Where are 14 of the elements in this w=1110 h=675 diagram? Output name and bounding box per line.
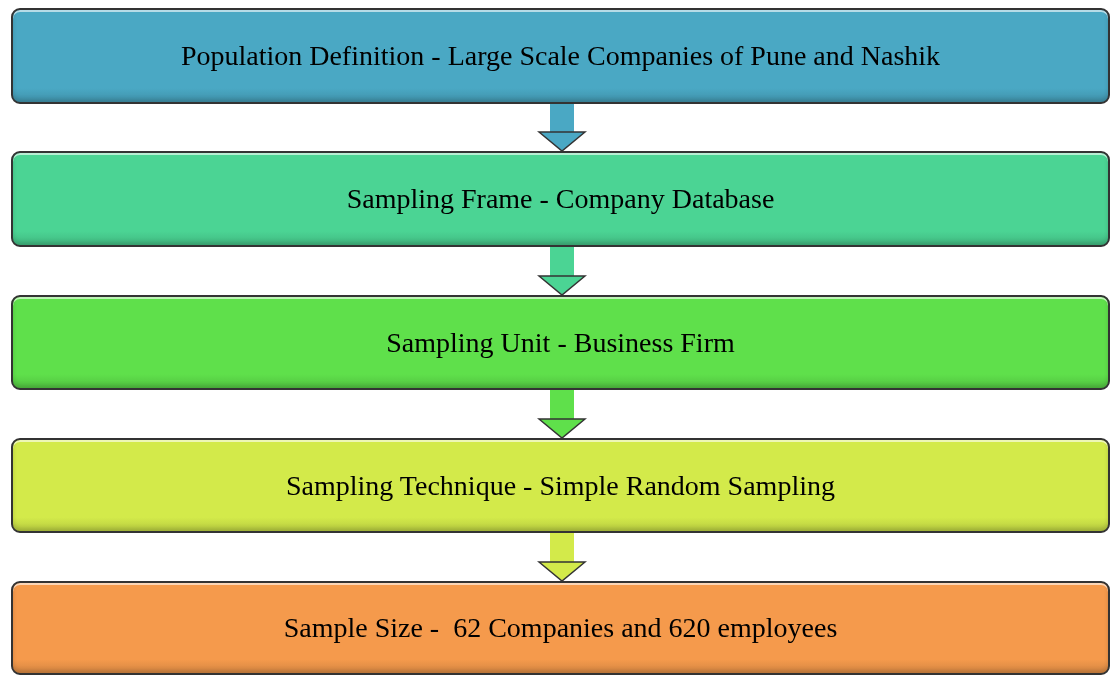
box-label: Sampling Unit - Business Firm — [386, 326, 735, 359]
process-box — [11, 151, 1110, 247]
down-arrow — [538, 104, 586, 152]
down-arrow — [538, 247, 586, 296]
process-box — [11, 438, 1110, 533]
box-label: Sampling Frame - Company Database — [346, 183, 775, 215]
down-arrow — [538, 390, 586, 439]
box-label: Sampling Technique - Simple Random Sampling — [286, 469, 835, 502]
process-box — [11, 581, 1110, 675]
down-arrow — [538, 533, 586, 582]
process-box — [11, 8, 1110, 104]
process-box — [11, 295, 1110, 390]
box-label: Sample Size - 62 Companies and 620 employees — [283, 612, 838, 644]
box-label: Population Definition - Large Scale Companies of Pune and Nashik — [180, 40, 941, 72]
